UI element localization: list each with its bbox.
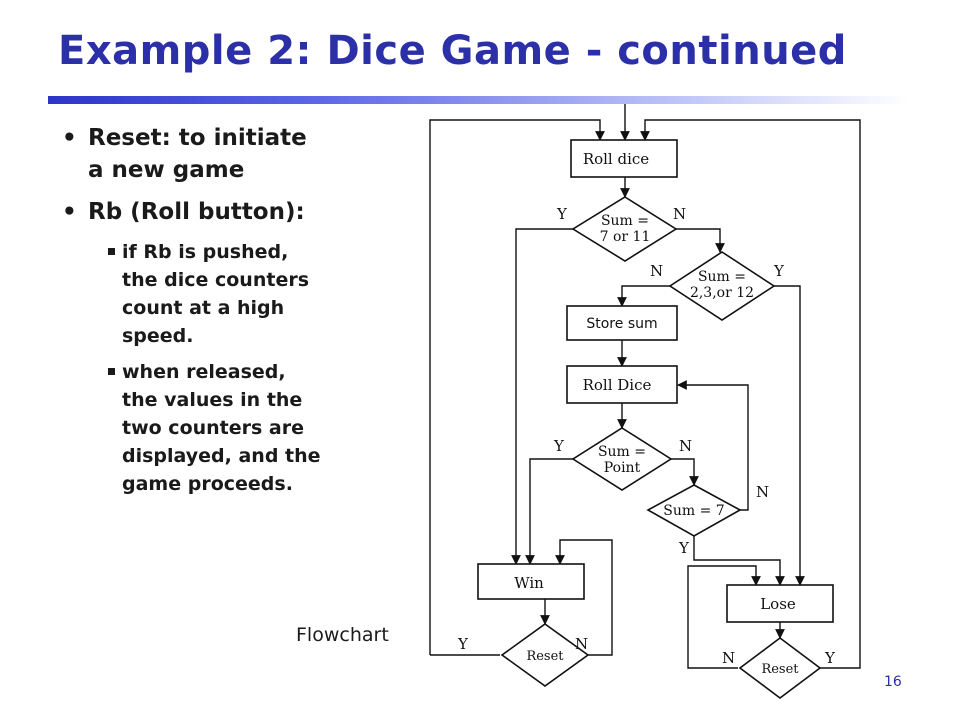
roll-dice-box	[570, 139, 678, 178]
roll-dice-2-box	[566, 365, 678, 404]
yes-label: Y	[824, 649, 836, 667]
sub-bullet-released-line-1: when released,	[122, 361, 286, 383]
lose-label: Lose	[760, 595, 796, 613]
no-label: N	[756, 483, 769, 501]
flowchart-shapes	[477, 139, 834, 699]
title-underline-bar	[48, 96, 908, 104]
roll-dice-2-label: Roll Dice	[583, 376, 652, 394]
sum-point-line-1: Sum =	[598, 444, 646, 460]
flowchart-connectors	[429, 104, 861, 669]
no-label: N	[650, 262, 663, 280]
sum-7-label: Sum = 7	[663, 503, 724, 519]
bullet-reset: Reset: to initiate a new game	[60, 122, 380, 186]
sub-bullet-released-line-5: game proceeds.	[122, 473, 293, 495]
sum-point-line-2: Point	[604, 460, 641, 476]
sub-bullet-pushed-line-4: speed.	[122, 325, 194, 347]
bullet-list: Reset: to initiate a new game Rb (Roll b…	[60, 122, 380, 506]
no-label: N	[673, 205, 686, 223]
decision-reset-right	[738, 637, 822, 699]
no-label: N	[679, 437, 692, 455]
sum-7-11-line-2: 7 or 11	[600, 229, 651, 245]
sub-bullet-released-line-2: the values in the	[122, 389, 303, 411]
decision-sum-7	[646, 484, 742, 537]
decision-sum-2-3-12	[668, 251, 776, 321]
yes-label: Y	[556, 205, 568, 223]
sub-bullet-released: when released, the values in the two cou…	[60, 358, 380, 498]
no-label: N	[575, 635, 588, 653]
yes-label: Y	[457, 635, 469, 653]
win-label: Win	[514, 574, 544, 592]
sum-7-11-line-1: Sum =	[601, 213, 649, 229]
sub-bullet-pushed-line-2: the dice counters	[122, 269, 310, 291]
sub-bullet-pushed-line-3: count at a high	[122, 297, 285, 319]
yes-label: Y	[553, 437, 565, 455]
reset-left-label: Reset	[526, 649, 564, 664]
sub-bullet-released-line-4: displayed, and the	[122, 445, 321, 467]
store-sum-box	[566, 305, 678, 341]
lose-box	[726, 584, 834, 623]
sub-bullet-pushed-line-1: if Rb is pushed,	[122, 241, 289, 263]
reset-right-label: Reset	[761, 662, 799, 677]
win-box	[477, 563, 585, 600]
sum-2-3-12-line-2: 2,3,or 12	[690, 285, 754, 301]
decision-sum-point	[571, 427, 673, 491]
yes-label: Y	[678, 539, 690, 557]
yes-label: Y	[773, 262, 785, 280]
decision-sum-7-or-11	[571, 196, 678, 262]
bullet-roll-button: Rb (Roll button):	[60, 196, 380, 228]
slide-title: Example 2: Dice Game - continued	[58, 28, 847, 74]
sub-bullet-released-line-3: two counters are	[122, 417, 305, 439]
no-label: N	[722, 649, 735, 667]
sub-bullet-pushed: if Rb is pushed, the dice counters count…	[60, 238, 380, 350]
page-number: 16	[884, 674, 902, 690]
bullet-reset-line-1: Reset: to initiate	[88, 125, 307, 151]
sum-2-3-12-line-1: Sum =	[698, 269, 746, 285]
bullet-roll-button-text: Rb (Roll button):	[88, 199, 305, 225]
store-sum-label: Store sum	[586, 316, 657, 332]
decision-reset-left	[500, 623, 590, 687]
flowchart-labels: Roll dice Sum = 7 or 11 Sum = 2,3,or 12 …	[457, 150, 836, 677]
roll-dice-label: Roll dice	[583, 150, 649, 168]
bullet-reset-line-2: a new game	[88, 157, 245, 183]
flowchart-caption: Flowchart	[296, 624, 389, 646]
